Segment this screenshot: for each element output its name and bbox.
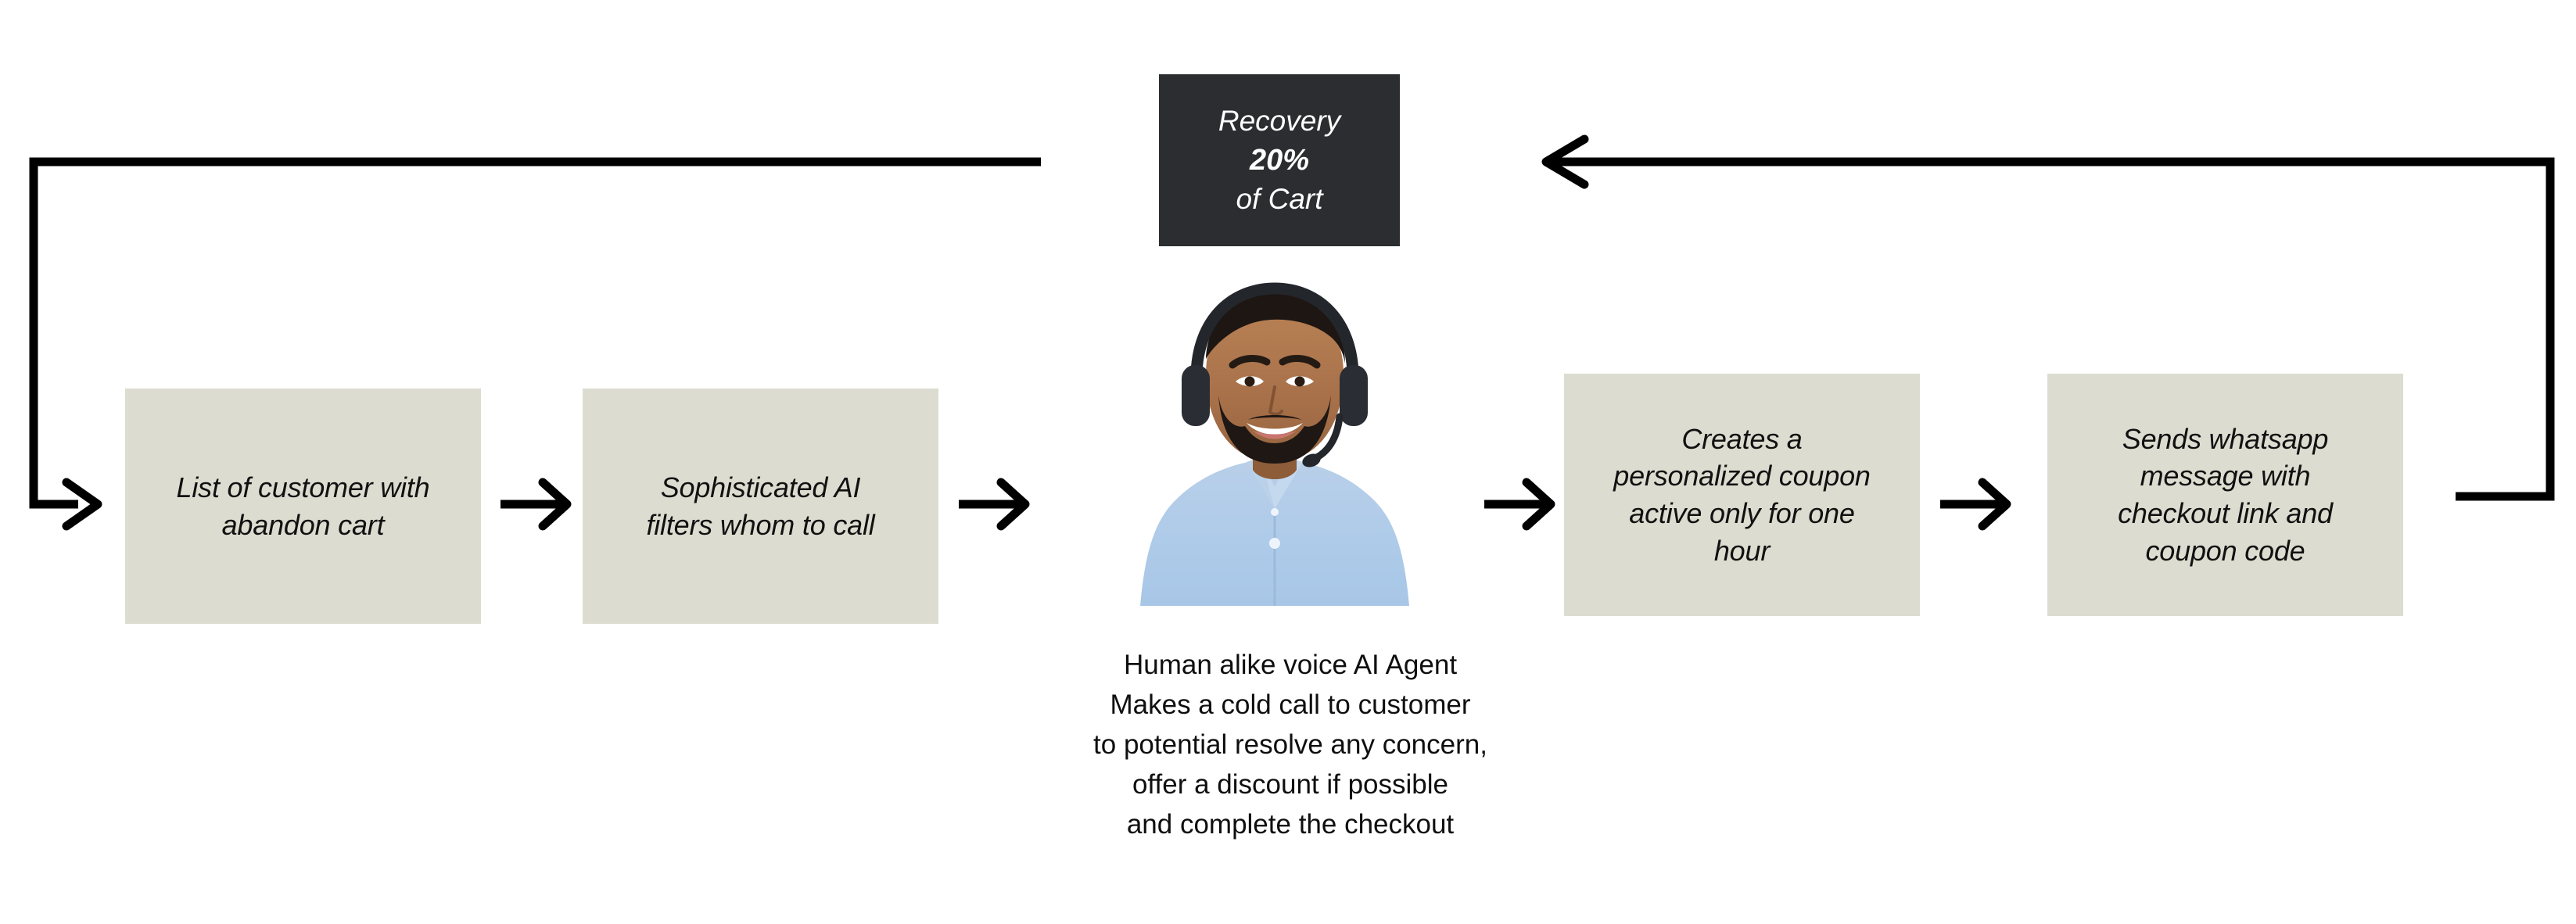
arrow-agent-to-step3	[1484, 478, 1555, 531]
arrow-loop-enter-step1	[62, 478, 102, 531]
step-box-sends-whatsapp[interactable]: Sends whatsapp message with checkout lin…	[2047, 374, 2403, 616]
arrow-step2-to-agent	[959, 478, 1030, 531]
face	[1206, 298, 1344, 462]
recovery-badge-line-1: Recovery	[1218, 105, 1341, 138]
headset-left-cup	[1182, 365, 1210, 426]
step-box-ai-filters[interactable]: Sophisticated AI filters whom to call	[583, 389, 938, 624]
arrow-loop-return-left	[1541, 134, 1589, 189]
step-box-label: Creates a personalized coupon active onl…	[1613, 422, 1871, 567]
agent-caption: Human alike voice AI Agent Makes a cold …	[1093, 650, 1487, 840]
step-box-creates-coupon[interactable]: Creates a personalized coupon active onl…	[1564, 374, 1920, 616]
arrow-step3-to-step4	[1940, 478, 2011, 531]
step-box-label: Sophisticated AI filters whom to call	[646, 471, 875, 541]
recovery-badge-percent: 20%	[1249, 143, 1310, 177]
support-agent-illustration	[1079, 278, 1470, 606]
step-box-label: List of customer with abandon cart	[176, 471, 430, 541]
headset-right-cup	[1340, 365, 1368, 426]
beard	[1218, 395, 1331, 464]
headset-band	[1190, 282, 1359, 393]
recovery-badge: Recovery 20% of Cart	[1159, 74, 1400, 246]
step-box-label: Sends whatsapp message with checkout lin…	[2118, 422, 2333, 567]
arrow-step1-to-step2	[500, 478, 572, 531]
recovery-badge-line-3: of Cart	[1236, 183, 1323, 216]
step-box-list-of-customers[interactable]: List of customer with abandon cart	[125, 389, 481, 624]
headset-mic	[1302, 453, 1321, 467]
agent-photo	[1079, 278, 1470, 606]
